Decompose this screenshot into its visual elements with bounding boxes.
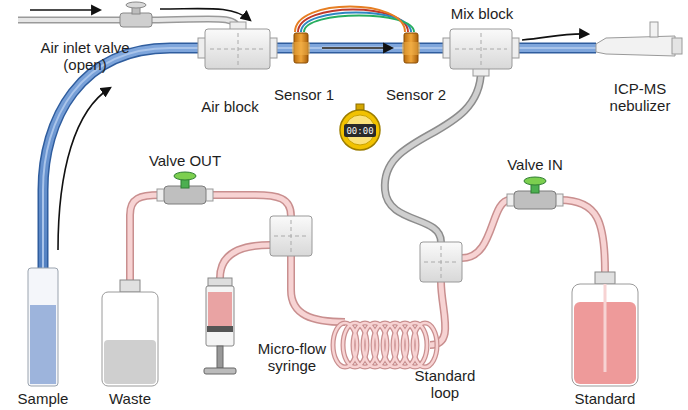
sensor-1 [292, 42, 310, 55]
micro-flow-syringe [204, 278, 236, 374]
part-label: ICP-MS nebulizer [598, 80, 682, 114]
syringe-block [274, 220, 308, 252]
micro-flow-syringe [217, 346, 223, 368]
sensor-2 [402, 33, 420, 63]
standard-tubing [462, 200, 510, 258]
stopwatch [340, 104, 380, 150]
flow-arrow [522, 34, 588, 40]
standard-tubing [462, 200, 510, 258]
air-tube [150, 19, 238, 30]
standard-tubing [560, 200, 605, 272]
stopwatch [340, 110, 380, 150]
flow-arrow [58, 88, 110, 250]
flow-arrow [322, 47, 392, 50]
part-label: Standard loop [410, 367, 480, 401]
icp-ms-nebulizer [672, 38, 682, 54]
part-label: Sample [18, 390, 69, 407]
icp-ms-nebulizer [596, 22, 682, 56]
sensor-1 [292, 33, 310, 63]
flow-arrow [160, 9, 250, 20]
part-label: Air block [201, 98, 259, 115]
mix-block [443, 29, 519, 76]
transfer-tube [385, 70, 481, 242]
standard-bottle [595, 272, 615, 284]
micro-flow-syringe [208, 292, 232, 326]
waste-bottle [102, 292, 158, 386]
transfer-tube [385, 70, 481, 242]
flow-arrow [322, 47, 392, 49]
valve-out [157, 172, 213, 204]
standard-tubing [130, 195, 160, 282]
standard-loop-coil [333, 323, 437, 367]
coil-winding [403, 323, 427, 367]
syringe-block [270, 216, 312, 256]
sensor-wires [295, 7, 414, 33]
part-label: Sensor 1 [274, 86, 334, 103]
icp-ms-nebulizer [596, 36, 675, 56]
air-inlet-valve [120, 13, 152, 27]
micro-flow-syringe [207, 326, 233, 332]
syringe-block [270, 216, 312, 256]
valve-out [174, 172, 196, 180]
air-tube [150, 19, 238, 30]
air-inlet-valve [126, 2, 146, 8]
micro-flow-syringe [206, 286, 234, 346]
valve-in [514, 191, 556, 209]
sensor-wires [295, 7, 405, 33]
mix-block [450, 29, 512, 69]
standard-bottle [604, 284, 607, 372]
standard-tubing [560, 200, 605, 272]
sensor-2 [402, 42, 420, 55]
standard-tubing [291, 255, 345, 322]
standard-tubing [210, 195, 291, 216]
valve-in [524, 177, 546, 185]
loop-block [420, 242, 462, 282]
micro-flow-syringe [208, 278, 232, 286]
valve-out [164, 186, 206, 204]
stopwatch-display: 00:00 [346, 126, 373, 136]
sample-vial [30, 305, 56, 384]
air-tube [18, 18, 122, 22]
waste-bottle [104, 340, 156, 384]
waste-bottle [102, 280, 158, 386]
part-label: Valve IN [507, 156, 563, 173]
air-tube [18, 17, 122, 24]
sample-vial [28, 268, 58, 386]
standard-tubing [220, 245, 270, 278]
micro-flow-syringe [204, 368, 236, 374]
flow-arrow [30, 9, 588, 250]
part-label: Mix block [451, 5, 514, 22]
part-label: Valve OUT [149, 152, 221, 169]
stopwatch [345, 115, 375, 145]
waste-bottle [120, 280, 140, 292]
valve-in [507, 177, 563, 209]
flow-arrow [30, 9, 100, 11]
part-label: Air inlet valve (open) [29, 39, 141, 73]
coil-winding [413, 323, 437, 367]
part-label: Sensor 2 [386, 86, 446, 103]
stopwatch [344, 124, 376, 137]
standard-bottle [572, 284, 638, 386]
standard-tubing [130, 195, 160, 282]
part-label: Micro-flow syringe [252, 340, 332, 374]
part-label: Standard [575, 390, 636, 407]
standard-tubing [291, 255, 345, 322]
standard-bottle [572, 272, 638, 386]
standard-tubing [210, 195, 291, 216]
stopwatch [356, 104, 364, 110]
standard-tubing [220, 245, 270, 278]
sample-vial [28, 268, 58, 386]
loop-block [424, 246, 458, 278]
mix-block [455, 33, 507, 65]
loop-block [420, 242, 462, 282]
air-inlet-valve [120, 2, 152, 27]
transfer-tube [385, 70, 481, 242]
air-block [210, 33, 265, 65]
icp-ms-nebulizer [650, 22, 658, 37]
air-block [198, 22, 277, 69]
air-block [205, 29, 270, 69]
part-label: Waste [109, 390, 151, 407]
